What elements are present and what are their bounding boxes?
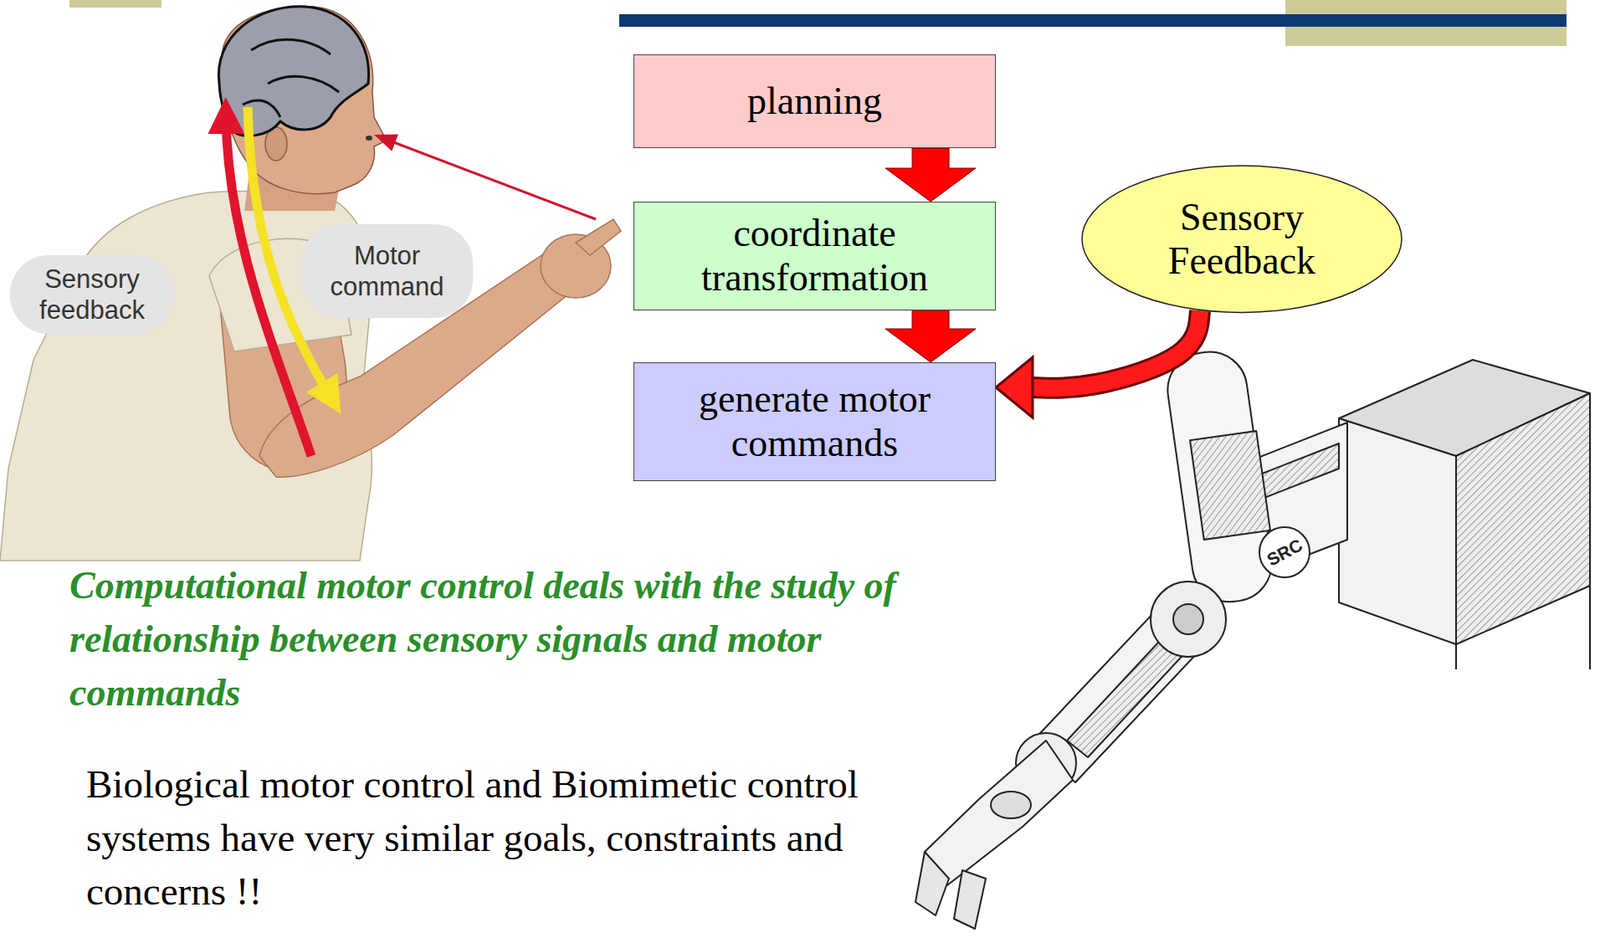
callout-text: Sensory feedback: [20, 263, 165, 326]
flow-arrow: [885, 310, 976, 363]
upper-link: [1163, 347, 1277, 607]
upper-link-plate: [1189, 430, 1271, 540]
text-holder: Sensory feedback: [20, 263, 165, 326]
human-figure: [0, 6, 621, 561]
ellipse-outline: [1082, 165, 1402, 313]
gripper-cylinder: [990, 791, 1031, 819]
index-finger: [575, 219, 621, 256]
eye: [365, 135, 373, 141]
curved-arrow: [1032, 310, 1200, 389]
gripper-finger: [953, 870, 986, 929]
node-text: generate motor commands: [646, 377, 983, 467]
process-box: generate motor commands: [633, 362, 996, 482]
callout-pill: Motor command: [301, 224, 473, 318]
gripper-body: [924, 740, 1073, 886]
navy-bar: [619, 14, 1567, 27]
node-text: Sensory Feedback: [1124, 195, 1359, 283]
logo-badge: [1259, 527, 1310, 578]
gaze-arrow: [378, 136, 596, 220]
callout-pill: Sensory feedback: [10, 255, 175, 334]
sensory-arrow: [225, 115, 312, 457]
brain-fold: [242, 39, 339, 118]
khaki-tab: [69, 0, 162, 8]
block-arrow: [885, 310, 976, 363]
brain: [218, 6, 369, 136]
text-holder: generate motor commands: [646, 377, 983, 467]
text-holder: Sensory Feedback: [1124, 195, 1359, 283]
elbow-joint: [1150, 581, 1226, 657]
text-holder: planning: [646, 79, 983, 124]
mount-leg: [1589, 585, 1591, 670]
text-holder: Motor command: [311, 240, 463, 303]
arrowhead: [995, 357, 1033, 418]
flow-arrow: [995, 310, 1200, 418]
flow-arrow: [885, 148, 976, 202]
definition-note-holder: Computational motor control deals with t…: [69, 558, 907, 720]
feedback-ellipse: Sensory Feedback: [1081, 164, 1403, 313]
mount-side: [1456, 393, 1590, 645]
remark-note-holder: Biological motor control and Biomimetic …: [86, 757, 890, 918]
remark-note: Biological motor control and Biomimetic …: [86, 757, 890, 918]
mount-leg: [1455, 644, 1457, 670]
gripper-finger: [915, 851, 949, 916]
text-holder: coordinate transformation: [646, 211, 983, 301]
definition-note: Computational motor control deals with t…: [69, 558, 907, 720]
process-box: coordinate transformation: [633, 201, 996, 311]
elbow-hub: [1173, 604, 1204, 635]
callout-text: Motor command: [311, 240, 463, 303]
node-text: coordinate transformation: [646, 211, 983, 301]
robot-arm: [915, 347, 1590, 929]
mount-front: [1338, 418, 1457, 645]
block-arrow: [885, 148, 976, 202]
process-box: planning: [633, 54, 996, 149]
node-text: planning: [646, 79, 983, 124]
curved-arrow-outline: [1032, 310, 1200, 389]
